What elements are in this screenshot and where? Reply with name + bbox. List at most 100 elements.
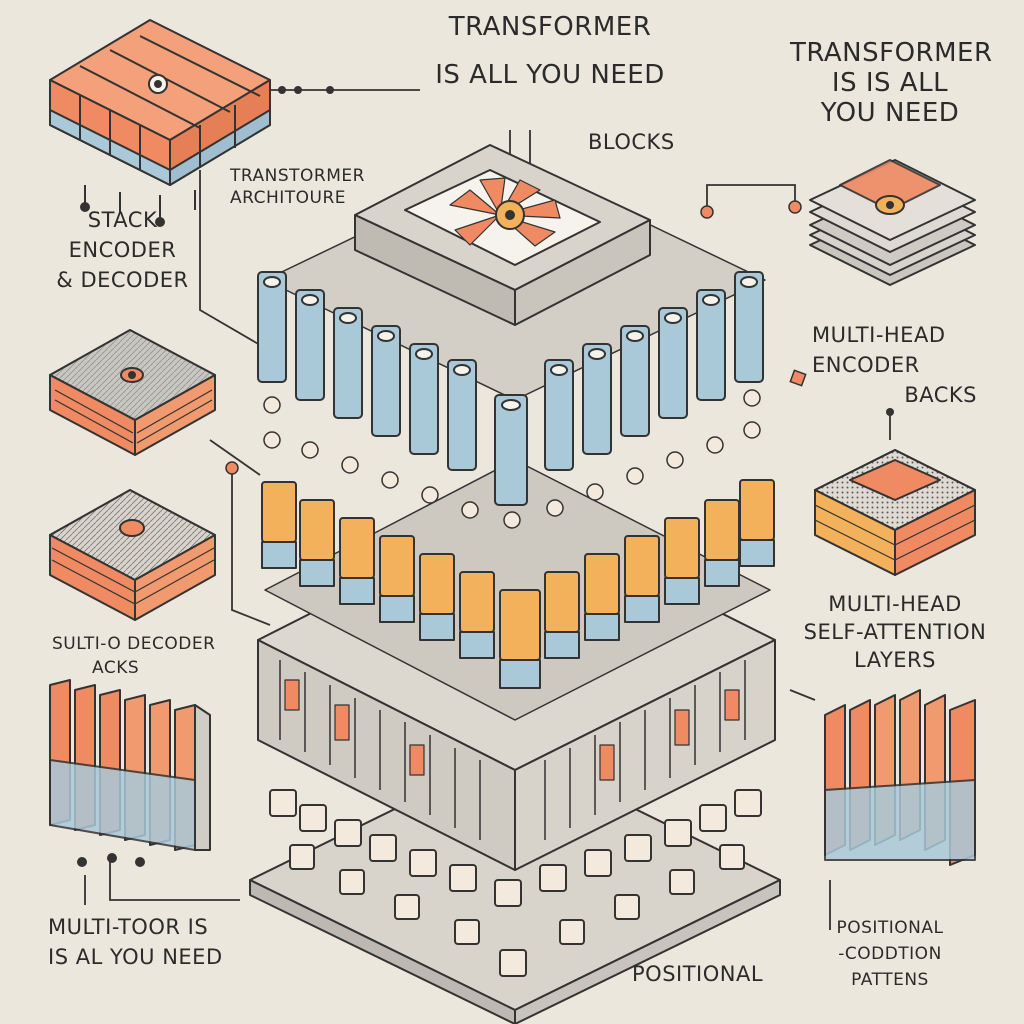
token-cube-icon <box>539 864 567 892</box>
attention-nodes <box>263 389 761 529</box>
attention-node-icon <box>706 436 724 454</box>
self-attention-label: MULTI-HEAD SELF-ATTENTION LAYERS <box>795 590 995 674</box>
attention-node-icon <box>421 486 439 504</box>
main-title-line: IS ALL YOU NEED <box>435 60 665 90</box>
caption-line: STACK <box>87 208 158 232</box>
token-cube-icon <box>494 879 522 907</box>
attention-head-box <box>354 144 651 326</box>
token-cube-icon <box>299 804 327 832</box>
caption-line: & DECODER <box>56 268 189 292</box>
caption-line: MULTI-TOOR IS <box>48 915 209 939</box>
attention-node-icon <box>743 421 761 439</box>
attention-node-icon <box>503 511 521 529</box>
self-attention-block-icon <box>814 449 976 576</box>
bottom-right-caption: POSITIONAL -CODDTION PATTENS <box>800 915 980 993</box>
caption-line: IS AL YOU NEED <box>48 945 223 969</box>
token-cube-icon <box>614 894 640 920</box>
caption-line: MULTI-HEAD <box>828 592 962 616</box>
token-cube-icon <box>289 844 315 870</box>
connector-dot-icon <box>886 408 894 416</box>
top-right-caption: TRANSFORMER IS IS ALL YOU NEED <box>790 38 993 128</box>
multihead-encoder-label: MULTI-HEAD ENCODER BACKS <box>812 320 982 410</box>
encoder-plate-icon <box>49 329 216 456</box>
attention-node-icon <box>546 499 564 517</box>
fin-stack-icon <box>824 689 976 866</box>
accent-dots <box>225 200 807 475</box>
decoder-stacks-label: SULTI-O DECODER ACKS <box>52 632 215 680</box>
connector-line <box>209 439 261 476</box>
connector-dot-icon <box>278 86 286 94</box>
attention-node-icon <box>626 467 644 485</box>
caption-line: TRANSFORMER <box>790 38 993 68</box>
connector-line <box>706 184 796 210</box>
attention-node-icon <box>381 471 399 489</box>
caption-line: ENCODER <box>68 238 177 262</box>
architecture-label: TRANSTORMER ARCHITOURE <box>230 165 365 209</box>
caption-line: MULTI-HEAD <box>812 323 946 347</box>
connector-dot-icon <box>107 853 117 863</box>
connector-dot-icon <box>77 857 87 867</box>
attention-node-icon <box>301 441 319 459</box>
fin-stack-icon <box>49 679 211 851</box>
token-cube-icon <box>664 819 692 847</box>
stack-block-icon <box>49 19 271 227</box>
connector-dot-icon <box>225 461 239 475</box>
connector-line <box>789 689 816 701</box>
token-cube-icon <box>449 864 477 892</box>
token-cube-icon <box>339 869 365 895</box>
connector-line <box>199 170 261 346</box>
caption-line: TRANSTORMER <box>230 166 365 186</box>
connector-dot-icon <box>700 205 714 219</box>
attention-node-icon <box>461 501 479 519</box>
attention-node-icon <box>341 456 359 474</box>
caption-line: SELF-ATTENTION <box>803 620 987 644</box>
attention-node-icon <box>586 483 604 501</box>
token-cube-icon <box>559 919 585 945</box>
token-cube-icon <box>409 849 437 877</box>
caption-line: PATTENS <box>851 970 929 990</box>
caption-line: ARCHITOURE <box>230 188 347 208</box>
attention-node-icon <box>263 396 281 414</box>
token-cube-icon <box>669 869 695 895</box>
connector-dot-icon <box>294 86 302 94</box>
token-cube-icon <box>734 789 762 817</box>
connector-line <box>109 860 240 901</box>
caption-line: ENCODER <box>812 353 920 377</box>
token-cube-icon <box>369 834 397 862</box>
caption-line: LAYERS <box>854 648 936 672</box>
caption-line: SULTI-O DECODER <box>52 634 216 654</box>
token-cube-icon <box>624 834 652 862</box>
stack-encoder-decoder-label: STACK ENCODER & DECODER <box>40 205 205 295</box>
blocks-label: BLOCKS <box>588 130 675 154</box>
attention-node-icon <box>263 431 281 449</box>
connector-dot-icon <box>789 369 807 387</box>
main-title-line: TRANSFORMER <box>448 12 652 42</box>
token-cube-icon <box>454 919 480 945</box>
attention-node-icon <box>743 389 761 407</box>
positional-label: POSITIONAL <box>632 962 764 986</box>
token-cube-icon <box>499 949 527 977</box>
main-title: TRANSFORMER IS ALL YOU NEED <box>400 12 700 90</box>
token-cube-icon <box>719 844 745 870</box>
layer-stack-icon <box>809 159 976 286</box>
connector-dot-icon <box>135 857 145 867</box>
token-cube-icon <box>334 819 362 847</box>
caption-line: YOU NEED <box>820 98 960 128</box>
connector-dots <box>77 86 894 867</box>
bottom-left-caption: MULTI-TOOR IS IS AL YOU NEED <box>48 912 223 972</box>
token-cube-icon <box>269 789 297 817</box>
caption-line: -CODDTION <box>838 944 942 964</box>
connector-line <box>231 470 271 626</box>
connector-dot-icon <box>326 86 334 94</box>
decoder-layer-row <box>261 459 775 721</box>
token-cube-icon <box>584 849 612 877</box>
caption-line: IS IS ALL <box>831 68 949 98</box>
connector-dot-icon <box>788 200 802 214</box>
token-cube-icon <box>699 804 727 832</box>
token-cube-icon <box>394 894 420 920</box>
decoder-plate-icon <box>49 489 216 621</box>
token-cube-grid <box>249 749 781 1024</box>
caption-line: BACKS <box>904 383 977 407</box>
